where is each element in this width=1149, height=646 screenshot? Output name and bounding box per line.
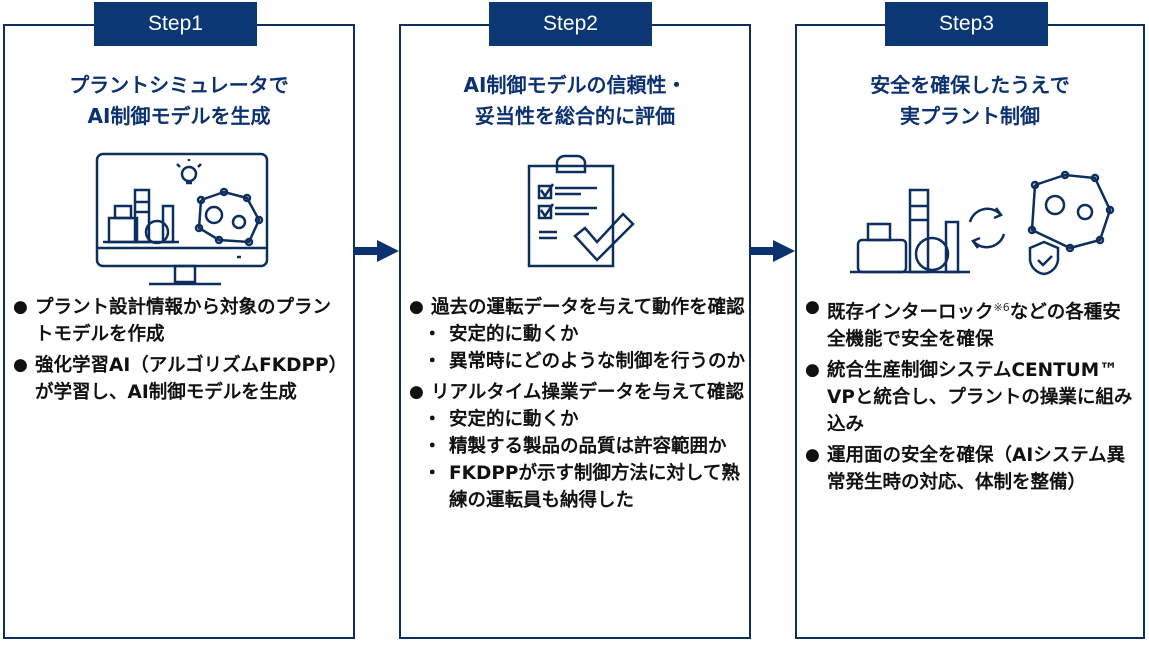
step3-bullet: 既存インターロック※6などの各種安全機能で安全を確保: [805, 294, 1139, 353]
step1-title: プラントシミュレータで AI制御モデルを生成: [5, 70, 353, 132]
step3-title-line1: 安全を確保したうえで: [870, 73, 1070, 97]
footnote-ref: ※6: [993, 301, 1010, 314]
step2-bullet: リアルタイム操業データを与えて確認 安定的に動くか 精製する製品の品質は許容範囲…: [409, 379, 745, 514]
monitor-plant-ai-icon: [5, 150, 353, 290]
step2-sub-item: 精製する製品の品質は許容範囲か: [409, 433, 745, 460]
step3-bullet-text: などの各種安全機能で安全を確保: [827, 302, 1121, 351]
step1-panel: プラントシミュレータで AI制御モデルを生成: [3, 24, 355, 639]
step1-bullet-list: プラント設計情報から対象のプラントモデルを作成 強化学習AI（アルゴリズムFKD…: [13, 294, 349, 410]
step2-bullet-list: 過去の運転データを与えて動作を確認 安定的に動くか 異常時にどのような制御を行う…: [409, 294, 745, 518]
step3-title: 安全を確保したうえで 実プラント制御: [797, 70, 1143, 132]
step2-panel: AI制御モデルの信頼性・ 妥当性を総合的に評価 過去の運転データを与えて動作を確…: [399, 24, 751, 639]
plant-sync-ai-shield-icon: [797, 160, 1143, 280]
step3-bullet-list: 既存インターロック※6などの各種安全機能で安全を確保 統合生産制御システムCEN…: [805, 294, 1139, 500]
step2-bullet-text: リアルタイム操業データを与えて確認: [431, 382, 745, 403]
step2-sub-item: 異常時にどのような制御を行うのか: [409, 348, 745, 375]
step2-title-line2: 妥当性を総合的に評価: [475, 104, 675, 128]
step3-badge: Step3: [885, 2, 1048, 46]
step1-badge: Step1: [94, 2, 257, 46]
step2-badge: Step2: [489, 2, 652, 46]
step3-panel: 安全を確保したうえで 実プラント制御 既存インターロック※6などの各種安全機能で…: [795, 24, 1145, 639]
step2-sub-item: 安定的に動くか: [409, 321, 745, 348]
step2-title: AI制御モデルの信頼性・ 妥当性を総合的に評価: [401, 70, 749, 132]
step1-title-line2: AI制御モデルを生成: [87, 104, 271, 128]
step2-bullet: 過去の運転データを与えて動作を確認 安定的に動くか 異常時にどのような制御を行う…: [409, 294, 745, 375]
step1-bullet: 強化学習AI（アルゴリズムFKDPP）が学習し、AI制御モデルを生成: [13, 352, 349, 406]
step2-sub-item: 安定的に動くか: [409, 406, 745, 433]
step3-title-line2: 実プラント制御: [900, 104, 1040, 128]
step3-bullet-text: 既存インターロック: [827, 302, 994, 324]
step2-title-line1: AI制御モデルの信頼性・: [463, 73, 687, 97]
step1-bullet: プラント設計情報から対象のプラントモデルを作成: [13, 294, 349, 348]
step2-sub-item: FKDPPが示す制御方法に対して熟練の運転員も納得した: [409, 460, 745, 514]
clipboard-check-icon: [401, 152, 749, 272]
arrow-right-icon: [749, 240, 795, 262]
step2-bullet-text: 過去の運転データを与えて動作を確認: [431, 297, 745, 318]
step3-bullet: 統合生産制御システムCENTUM™ VPと統合し、プラントの操業に組み込み: [805, 357, 1139, 438]
step3-bullet: 運用面の安全を確保（AIシステム異常発生時の対応、体制を整備）: [805, 442, 1139, 496]
step1-title-line1: プラントシミュレータで: [69, 73, 289, 97]
arrow-right-icon: [353, 240, 399, 262]
